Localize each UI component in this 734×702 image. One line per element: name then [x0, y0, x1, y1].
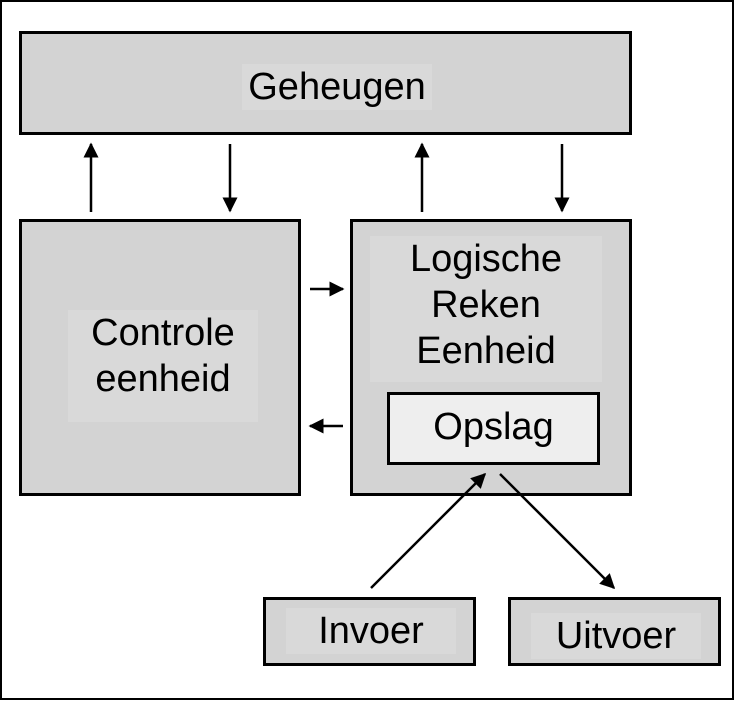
output-label: Uitvoer — [531, 613, 701, 659]
output-box: Uitvoer — [508, 597, 721, 666]
memory-box: Geheugen — [19, 31, 632, 135]
input-box: Invoer — [263, 597, 476, 666]
control-unit-label: Controle eenheid — [68, 310, 258, 422]
storage-box: Opslag — [387, 392, 600, 465]
alu-label: Logische Reken Eenheid — [370, 236, 602, 382]
control-unit-box: Controle eenheid — [19, 219, 301, 496]
input-label: Invoer — [286, 608, 456, 654]
alu-box: Logische Reken Eenheid Opslag — [350, 219, 632, 496]
memory-label: Geheugen — [242, 64, 432, 110]
storage-label: Opslag — [433, 406, 554, 448]
